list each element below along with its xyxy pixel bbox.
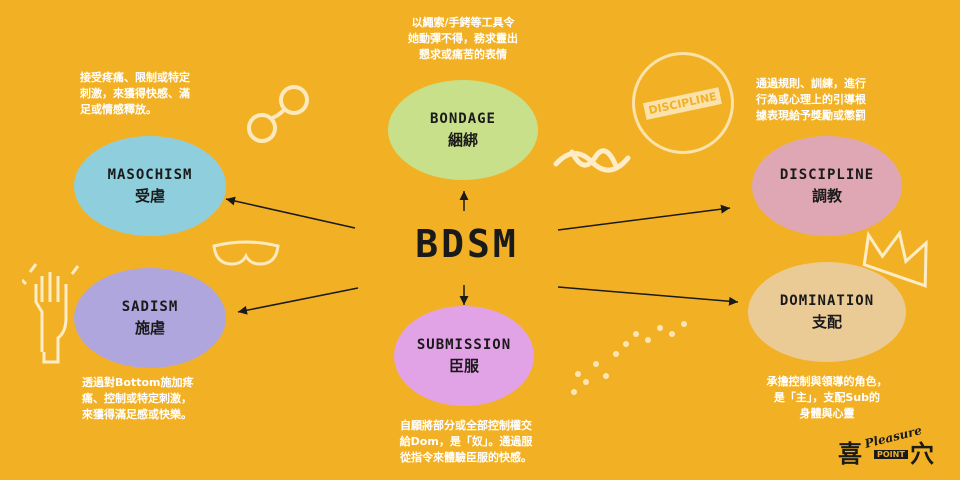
discipline-stamp-icon: DISCIPLINE bbox=[632, 52, 734, 154]
submission-label-zh: 臣服 bbox=[448, 356, 479, 375]
domination-node: DOMINATION 支配 bbox=[748, 262, 906, 362]
pleasure-point-logo: 喜 Pleasure POINT 穴 bbox=[838, 423, 934, 468]
sadism-label-zh: 施虐 bbox=[134, 318, 165, 337]
bondage-label-zh: 綑綁 bbox=[447, 130, 478, 149]
blindfold-icon bbox=[212, 240, 280, 266]
bondage-label: BONDAGE bbox=[429, 110, 496, 127]
arrow-to-masochism bbox=[225, 196, 356, 229]
discipline-label: DISCIPLINE bbox=[779, 166, 875, 183]
masochism-description: 接受疼痛、限制或特定 刺激，來獲得快感、滿 足或情感釋放。 bbox=[80, 71, 190, 116]
handcuffs-icon bbox=[247, 85, 309, 143]
paw-prints-icon bbox=[571, 321, 687, 395]
masochism-label: MASOCHISM bbox=[107, 166, 193, 183]
submission-description: 自願將部分或全部控制權交 給Dom，是「奴」。通過服 從指令來體驗臣服的快感。 bbox=[399, 419, 533, 464]
domination-description: 承擔控制與領導的角色， 是「主」，支配Sub的 身體與心靈 bbox=[766, 375, 888, 420]
bondage-node: BONDAGE 綑綁 bbox=[388, 80, 538, 180]
crown-icon bbox=[862, 229, 928, 288]
discipline-description: 通過規則、訓練，進行 行為或心理上的引導根 據表現給予獎勵或懲罰 bbox=[756, 77, 866, 122]
center-label: BDSM bbox=[415, 222, 519, 266]
sadism-node: SADISM 施虐 bbox=[74, 268, 226, 368]
submission-label: SUBMISSION bbox=[416, 336, 512, 353]
knot-icon bbox=[553, 148, 631, 173]
stamp-label: DISCIPLINE bbox=[643, 86, 723, 120]
sadism-description: 透過對Bottom施加疼 痛、控制或特定刺激， 來獲得滿足感或快樂。 bbox=[82, 376, 194, 421]
domination-label-zh: 支配 bbox=[811, 312, 842, 331]
sadism-label: SADISM bbox=[121, 298, 179, 315]
masochism-label-zh: 受虐 bbox=[134, 186, 165, 205]
masochism-node: MASOCHISM 受虐 bbox=[74, 136, 226, 236]
arrow-to-sadism bbox=[237, 287, 359, 315]
submission-node: SUBMISSION 臣服 bbox=[394, 306, 534, 406]
discipline-node: DISCIPLINE 調教 bbox=[752, 136, 902, 236]
hand-icon bbox=[22, 263, 80, 364]
arrow-to-discipline bbox=[557, 204, 731, 231]
domination-label: DOMINATION bbox=[779, 292, 875, 309]
discipline-label-zh: 調教 bbox=[811, 186, 842, 205]
arrow-to-domination bbox=[557, 286, 739, 306]
bondage-description: 以繩索/手銬等工具令 她動彈不得，務求靈出 懇求或痛苦的表情 bbox=[408, 16, 518, 61]
